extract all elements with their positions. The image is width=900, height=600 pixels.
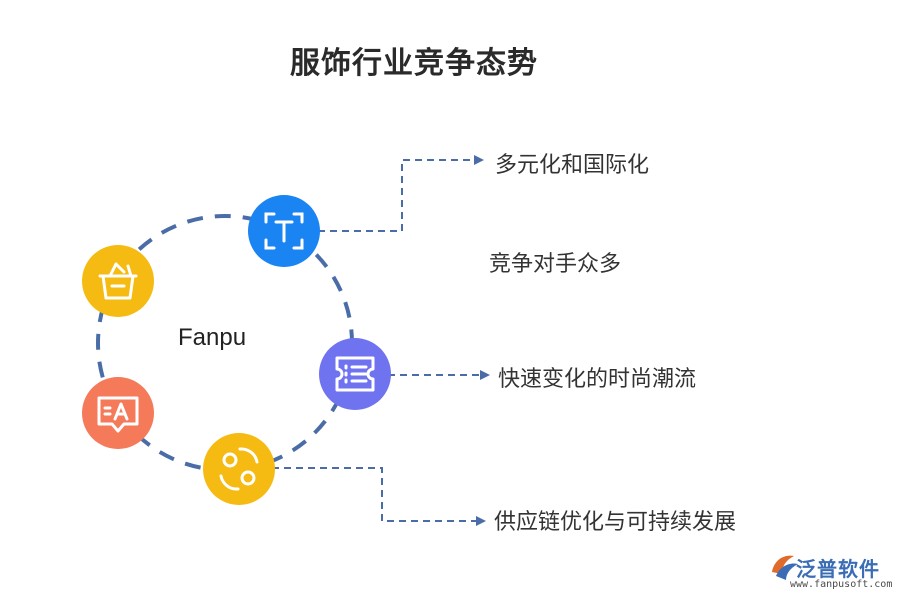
watermark-brand: 泛普软件 <box>796 557 880 581</box>
page-title: 服饰行业竞争态势 <box>290 46 538 81</box>
item-fashion-trends: 快速变化的时尚潮流 <box>498 367 697 392</box>
connector-1 <box>318 159 478 232</box>
text-recognition-icon <box>248 195 320 267</box>
center-label: Fanpu <box>178 324 247 351</box>
watermark-url: www.fanpusoft.com <box>790 579 893 590</box>
connector-3-arrow <box>480 370 490 380</box>
connector-4-arrow <box>476 516 486 526</box>
translate-icon <box>82 377 154 449</box>
item-supply-chain: 供应链优化与可持续发展 <box>494 510 737 535</box>
brand-logo-icon <box>772 555 798 580</box>
item-diversification: 多元化和国际化 <box>495 153 650 178</box>
basket-icon <box>82 245 154 317</box>
item-competitors: 竞争对手众多 <box>489 252 622 277</box>
ticket-list-icon <box>319 338 391 410</box>
link-circles-icon <box>203 433 275 505</box>
connector-4 <box>272 467 480 522</box>
connector-1-arrow <box>474 155 484 165</box>
